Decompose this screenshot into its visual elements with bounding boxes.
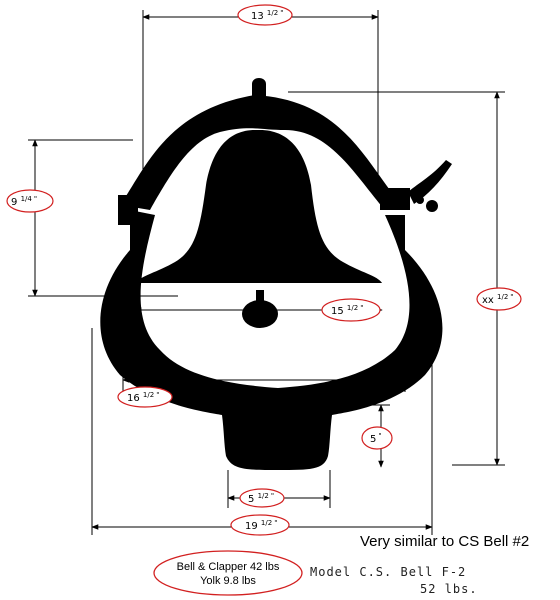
dim-yoke-height: 9 1/4" [6, 189, 54, 213]
svg-text:19 1/2": 19 1/2" [245, 519, 277, 532]
svg-text:13 1/2": 13 1/2" [251, 9, 283, 22]
weights-oval: Bell & Clapper 42 lbs Yolk 9.8 lbs [153, 550, 303, 596]
dim-base-height: 5" [361, 426, 393, 450]
weights-line-1: Bell & Clapper 42 lbs [177, 561, 280, 573]
clapper [242, 300, 278, 328]
lever-arm [408, 160, 452, 204]
model-weight: 52 lbs. [420, 582, 478, 596]
similarity-note: Very similar to CS Bell #2 [360, 533, 529, 550]
bolt [426, 200, 438, 212]
svg-text:xx 1/2": xx 1/2" [482, 293, 514, 306]
right-axle-block [380, 188, 410, 210]
clapper-stem [256, 290, 264, 304]
svg-text:16 1/2": 16 1/2" [127, 391, 159, 404]
left-axle-block [118, 195, 138, 225]
bell-body [136, 130, 382, 283]
dim-mouth-width: 15 1/2" [321, 298, 381, 322]
model-label: Model C.S. Bell F-2 [310, 565, 466, 579]
svg-text:5": 5" [370, 432, 382, 445]
bolt-2 [416, 196, 424, 204]
bell-silhouette [100, 78, 452, 470]
svg-text:9 1/4": 9 1/4" [11, 195, 37, 208]
dim-inner-width: 16 1/2" [117, 386, 173, 408]
yoke-arch [120, 95, 392, 210]
svg-text:15 1/2": 15 1/2" [331, 304, 363, 317]
dim-overall-width: 19 1/2" [230, 514, 290, 536]
weights-line-2: Yolk 9.8 lbs [200, 575, 256, 587]
svg-text:5 1/2": 5 1/2" [248, 492, 274, 505]
dim-base-width: 5 1/2" [239, 488, 285, 508]
dim-total-height: xx 1/2" [476, 287, 522, 311]
dim-top-width: 13 1/2" [237, 4, 293, 26]
crown-knob [252, 78, 266, 96]
